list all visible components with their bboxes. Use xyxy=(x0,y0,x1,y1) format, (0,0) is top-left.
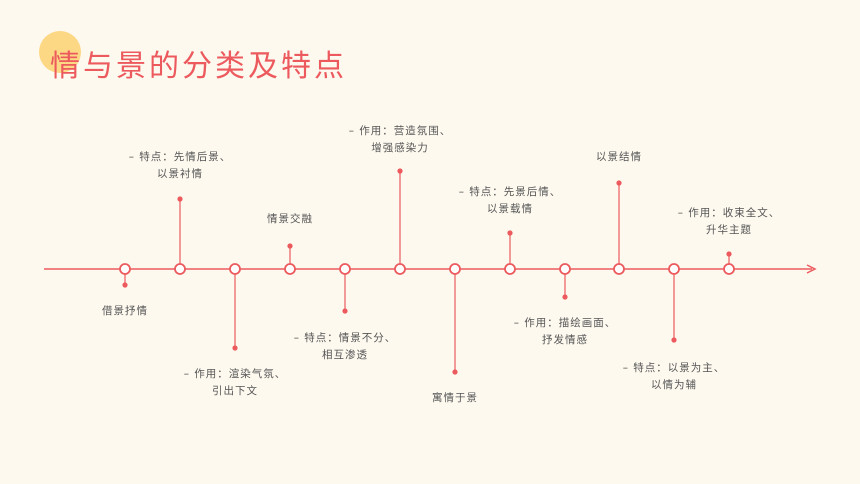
end-dot-8 xyxy=(562,294,568,300)
label-line: – 特点：先景后情、 xyxy=(458,186,562,198)
node-11 xyxy=(723,263,735,275)
label-feature-4: – 特点：以景为主、 以情为辅 xyxy=(609,360,739,394)
label-line: 增强感染力 xyxy=(371,142,429,154)
label-line: 以景载情 xyxy=(487,203,533,215)
connector-lines xyxy=(124,171,730,372)
page-title: 情与景的分类及特点 xyxy=(50,49,347,84)
end-dot-3 xyxy=(287,243,293,249)
label-line: 引出下文 xyxy=(212,385,258,397)
label-blend-scene: 情景交融 xyxy=(260,211,320,228)
label-line: – 作用：收束全文、 xyxy=(677,207,781,219)
label-embed-scene: 寓情于景 xyxy=(425,390,485,407)
end-dot-11 xyxy=(726,251,732,257)
label-line: – 作用：渲染气氛、 xyxy=(183,368,287,380)
label-line: 寓情于景 xyxy=(432,392,478,404)
label-line: – 作用：描绘画面、 xyxy=(513,317,617,329)
node-9 xyxy=(613,263,625,275)
node-0 xyxy=(119,263,131,275)
end-dot-9 xyxy=(616,180,622,186)
node-7 xyxy=(504,263,516,275)
label-line: – 作用：营造氛围、 xyxy=(348,125,452,137)
label-effect-4: – 作用：收束全文、 升华主题 xyxy=(664,205,794,239)
node-1 xyxy=(174,263,186,275)
label-end-scene: 以景结情 xyxy=(589,149,649,166)
label-line: 以景结情 xyxy=(596,151,642,163)
end-dot-2 xyxy=(232,345,238,351)
label-line: – 特点：以景为主、 xyxy=(622,362,726,374)
node-3 xyxy=(284,263,296,275)
label-line: 以景衬情 xyxy=(157,168,203,180)
label-line: – 特点：先情后景、 xyxy=(128,151,232,163)
node-4 xyxy=(339,263,351,275)
end-dot-10 xyxy=(671,337,677,343)
label-line: 借景抒情 xyxy=(102,305,148,317)
end-dots xyxy=(122,168,732,375)
label-line: 以情为辅 xyxy=(651,379,697,391)
timeline-nodes xyxy=(119,263,735,275)
label-line: 情景交融 xyxy=(267,213,313,225)
node-2 xyxy=(229,263,241,275)
label-effect-2: – 作用：营造氛围、 增强感染力 xyxy=(335,123,465,157)
end-dot-4 xyxy=(342,308,348,314)
node-10 xyxy=(668,263,680,275)
end-dot-0 xyxy=(122,282,128,288)
end-dot-1 xyxy=(177,196,183,202)
end-dot-7 xyxy=(507,230,513,236)
node-5 xyxy=(394,263,406,275)
label-borrow-scene: 借景抒情 xyxy=(95,303,155,320)
label-feature-3: – 特点：先景后情、 以景载情 xyxy=(445,184,575,218)
label-effect-1: – 作用：渲染气氛、 引出下文 xyxy=(170,366,300,400)
label-line: – 特点：情景不分、 xyxy=(293,332,397,344)
decorative-circle xyxy=(39,31,81,73)
label-line: 抒发情感 xyxy=(542,334,588,346)
label-line: 升华主题 xyxy=(706,224,752,236)
label-feature-2: – 特点：情景不分、 相互渗透 xyxy=(280,330,410,364)
end-dot-5 xyxy=(397,168,403,174)
node-6 xyxy=(449,263,461,275)
arrow-head-icon xyxy=(806,264,817,274)
label-effect-3: – 作用：描绘画面、 抒发情感 xyxy=(500,315,630,349)
label-feature-1: – 特点：先情后景、 以景衬情 xyxy=(115,149,245,183)
node-8 xyxy=(559,263,571,275)
label-line: 相互渗透 xyxy=(322,349,368,361)
end-dot-6 xyxy=(452,369,458,375)
